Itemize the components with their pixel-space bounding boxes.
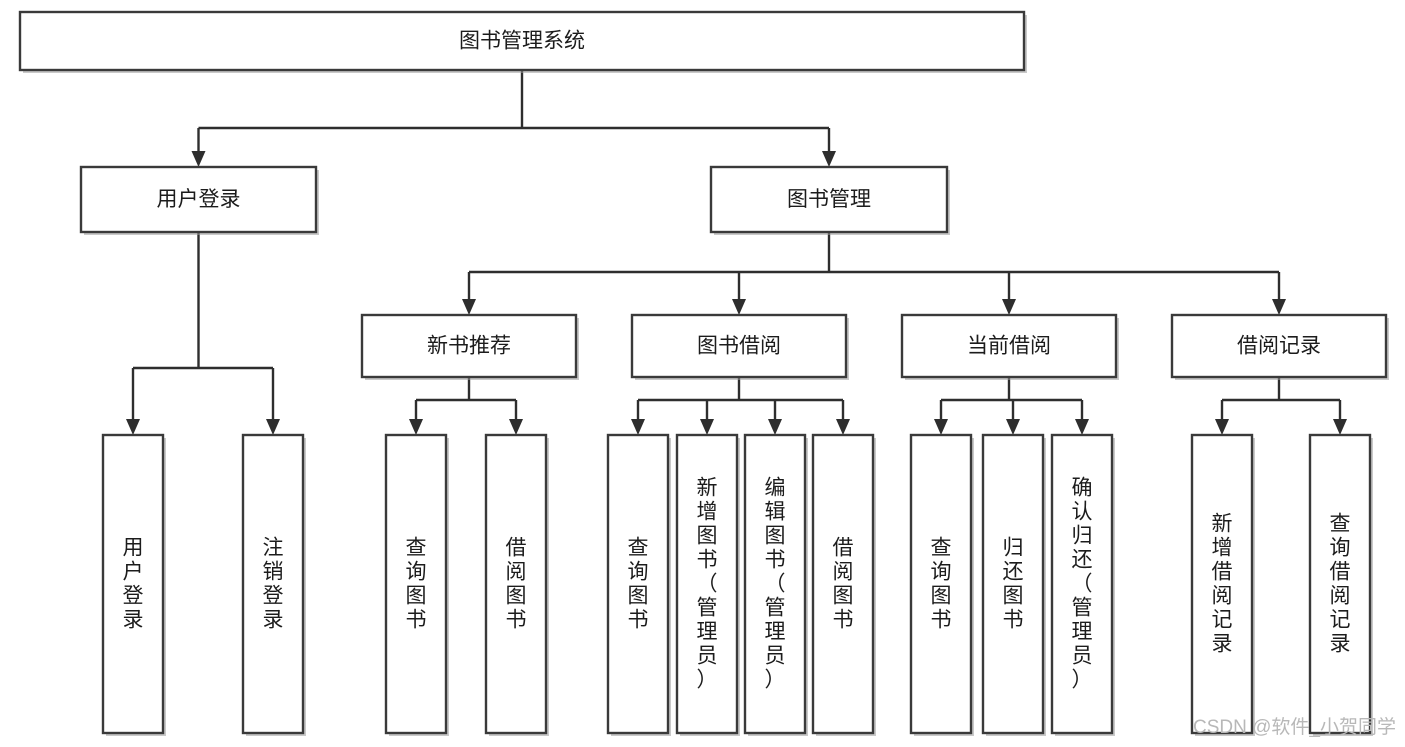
node-borrow-record[interactable]: 借阅记录 — [1170, 313, 1389, 380]
node-label: 查询图书 — [628, 537, 649, 632]
node-rect[interactable] — [1170, 313, 1388, 379]
node-leaf-add-book[interactable]: 新增图书（管理员） — [675, 433, 740, 736]
nodes-layer: 图书管理系统用户登录图书管理新书推荐图书借阅当前借阅借阅记录用户登录注销登录查询… — [18, 10, 1389, 736]
arrowhead-icon — [1075, 419, 1089, 435]
node-rect[interactable] — [360, 313, 578, 379]
csdn-watermark: CSDN @软件_小贺同学 — [1193, 716, 1396, 738]
node-rect[interactable] — [1050, 433, 1114, 735]
arrowhead-icon — [1272, 299, 1286, 315]
node-leaf-borrow-book-2[interactable]: 借阅图书 — [811, 433, 876, 736]
arrowhead-icon — [631, 419, 645, 435]
node-label: 查询图书 — [406, 537, 427, 632]
node-label: 查询图书 — [931, 537, 952, 632]
arrowhead-icon — [700, 419, 714, 435]
node-label: 借阅图书 — [506, 537, 527, 632]
node-label: 归还图书 — [1003, 537, 1024, 632]
node-label: 图书管理系统 — [459, 30, 585, 53]
node-leaf-query-book-3[interactable]: 查询图书 — [909, 433, 974, 736]
node-current-borrow[interactable]: 当前借阅 — [900, 313, 1119, 380]
arrowhead-icon — [822, 151, 836, 167]
arrowhead-icon — [1002, 299, 1016, 315]
node-new-book-recommend[interactable]: 新书推荐 — [360, 313, 579, 380]
node-label: 新增图书（管理员） — [697, 477, 718, 692]
node-label: 用户登录 — [123, 537, 144, 632]
node-rect[interactable] — [18, 10, 1026, 72]
node-label: 当前借阅 — [967, 335, 1051, 358]
arrowhead-icon — [191, 151, 206, 167]
arrowhead-icon — [1006, 419, 1020, 435]
node-rect[interactable] — [900, 313, 1118, 379]
node-leaf-query-book-1[interactable]: 查询图书 — [384, 433, 449, 736]
connectors-layer — [126, 70, 1347, 435]
node-leaf-edit-book[interactable]: 编辑图书（管理员） — [743, 433, 808, 736]
node-leaf-confirm-return[interactable]: 确认归还（管理员） — [1050, 433, 1115, 736]
node-rect[interactable] — [909, 433, 973, 735]
node-book-manage[interactable]: 图书管理 — [709, 165, 950, 235]
node-label: 借阅图书 — [833, 537, 854, 632]
arrowhead-icon — [462, 299, 476, 315]
node-rect[interactable] — [79, 165, 318, 234]
node-label: 新增借阅记录 — [1212, 513, 1233, 656]
node-root[interactable]: 图书管理系统 — [18, 10, 1027, 73]
node-leaf-borrow-book-1[interactable]: 借阅图书 — [484, 433, 549, 736]
node-rect[interactable] — [606, 433, 670, 735]
node-rect[interactable] — [630, 313, 848, 379]
node-rect[interactable] — [101, 433, 165, 735]
arrowhead-icon — [1215, 419, 1229, 435]
node-leaf-query-record[interactable]: 查询借阅记录 — [1308, 433, 1373, 736]
arrowhead-icon — [409, 419, 423, 435]
node-rect[interactable] — [743, 433, 807, 735]
node-label: 查询借阅记录 — [1330, 513, 1351, 656]
node-user-login[interactable]: 用户登录 — [79, 165, 319, 235]
node-rect[interactable] — [981, 433, 1045, 735]
node-leaf-add-record[interactable]: 新增借阅记录 — [1190, 433, 1255, 736]
arrowhead-icon — [1333, 419, 1347, 435]
node-label: 编辑图书（管理员） — [765, 477, 786, 692]
node-leaf-query-book-2[interactable]: 查询图书 — [606, 433, 671, 736]
node-leaf-user-login[interactable]: 用户登录 — [101, 433, 166, 736]
node-rect[interactable] — [384, 433, 448, 735]
node-rect[interactable] — [811, 433, 875, 735]
arrowhead-icon — [266, 419, 280, 435]
arrowhead-icon — [732, 299, 746, 315]
node-rect[interactable] — [484, 433, 548, 735]
node-rect[interactable] — [675, 433, 739, 735]
node-label: 新书推荐 — [427, 335, 511, 358]
arrowhead-icon — [934, 419, 948, 435]
node-book-borrow[interactable]: 图书借阅 — [630, 313, 849, 380]
arrowhead-icon — [509, 419, 523, 435]
node-rect[interactable] — [709, 165, 949, 234]
node-rect[interactable] — [1308, 433, 1372, 735]
node-leaf-user-logout[interactable]: 注销登录 — [241, 433, 306, 736]
node-rect[interactable] — [1190, 433, 1254, 735]
arrowhead-icon — [836, 419, 850, 435]
node-label: 借阅记录 — [1237, 335, 1321, 358]
node-leaf-return-book[interactable]: 归还图书 — [981, 433, 1046, 736]
node-rect[interactable] — [241, 433, 305, 735]
node-label: 图书借阅 — [697, 335, 781, 358]
arrowhead-icon — [126, 419, 140, 435]
node-label: 用户登录 — [157, 188, 241, 211]
node-label: 图书管理 — [787, 188, 871, 211]
arrowhead-icon — [768, 419, 782, 435]
node-label: 确认归还（管理员） — [1072, 477, 1093, 692]
node-label: 注销登录 — [263, 537, 284, 632]
